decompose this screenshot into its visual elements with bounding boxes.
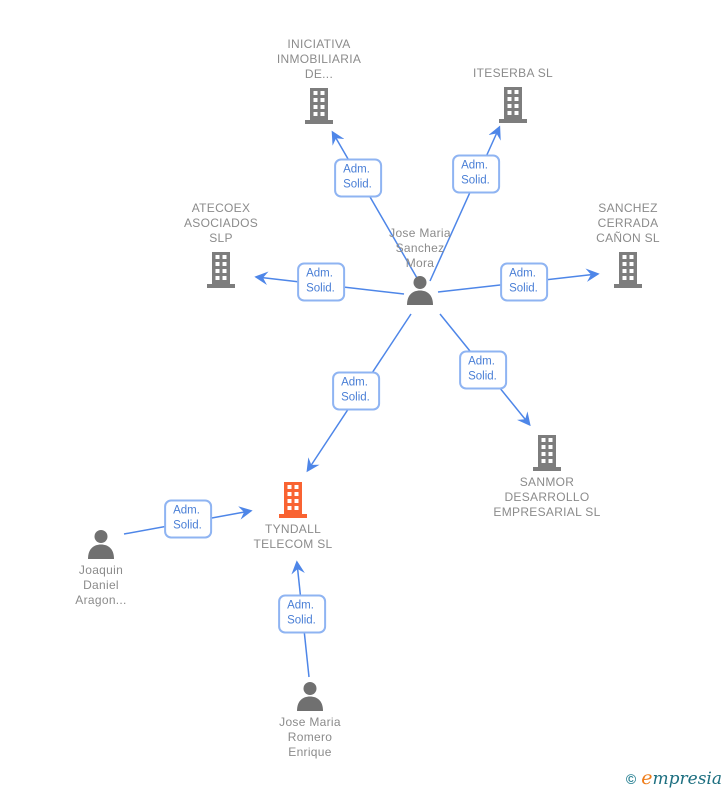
node-joaquin-daniel-aragon[interactable]: Joaquin Daniel Aragon... <box>26 529 176 608</box>
node-atecoex-asociados[interactable]: ATECOEX ASOCIADOS SLP <box>146 201 296 288</box>
edge-label-adm-solid: Adm. Solid. <box>459 350 507 390</box>
building-icon <box>207 252 235 288</box>
edge-line-to-iteserba <box>429 125 501 282</box>
node-label[interactable]: Jose Maria Romero Enrique <box>279 715 341 759</box>
building-icon <box>305 88 333 124</box>
edge-label-adm-solid: Adm. Solid. <box>334 158 382 198</box>
node-label[interactable]: SANMOR DESARROLLO EMPRESARIAL SL <box>493 475 601 519</box>
edge-label-adm-solid: Adm. Solid. <box>452 154 500 194</box>
edge-label-adm-solid: Adm. Solid. <box>278 594 326 634</box>
node-jose-maria-romero-enrique[interactable]: Jose Maria Romero Enrique <box>235 681 385 760</box>
person-icon <box>407 276 433 305</box>
building-icon <box>614 252 642 288</box>
empresia-logo[interactable]: © empresia <box>626 767 722 789</box>
node-iniciativa-inmobiliaria[interactable]: INICIATIVA INMOBILIARIA DE... <box>244 37 394 124</box>
building-icon <box>533 435 561 471</box>
edge-line-to-iniciativa <box>331 130 418 279</box>
copyright-icon: © <box>625 771 637 787</box>
person-icon <box>297 682 323 711</box>
node-label[interactable]: Jose Maria Sanchez Mora <box>389 226 451 270</box>
node-iteserba[interactable]: ITESERBA SL <box>438 66 588 123</box>
node-label[interactable]: ATECOEX ASOCIADOS SLP <box>183 201 259 245</box>
node-label[interactable]: Joaquin Daniel Aragon... <box>75 563 127 607</box>
person-icon <box>88 530 114 559</box>
edge-label-adm-solid: Adm. Solid. <box>500 262 548 302</box>
edge-label-adm-solid: Adm. Solid. <box>164 499 212 539</box>
node-label[interactable]: INICIATIVA INMOBILIARIA DE... <box>276 37 362 81</box>
node-sanchez-cerrada-canon[interactable]: SANCHEZ CERRADA CAÑON SL <box>553 201 703 288</box>
node-sanmor-desarrollo[interactable]: SANMOR DESARROLLO EMPRESARIAL SL <box>472 433 622 520</box>
brand-wordmark: empresia <box>641 767 722 789</box>
node-tyndall-telecom[interactable]: TYNDALL TELECOM SL <box>218 480 368 552</box>
building-icon <box>499 87 527 123</box>
node-label[interactable]: SANCHEZ CERRADA CAÑON SL <box>596 201 660 245</box>
node-label[interactable]: ITESERBA SL <box>473 66 553 80</box>
edge-label-adm-solid: Adm. Solid. <box>332 371 380 411</box>
edge-label-adm-solid: Adm. Solid. <box>297 262 345 302</box>
node-jose-maria-sanchez-mora[interactable]: Jose Maria Sanchez Mora <box>345 226 495 305</box>
building-icon-highlighted <box>279 482 307 518</box>
node-label[interactable]: TYNDALL TELECOM SL <box>253 522 333 551</box>
